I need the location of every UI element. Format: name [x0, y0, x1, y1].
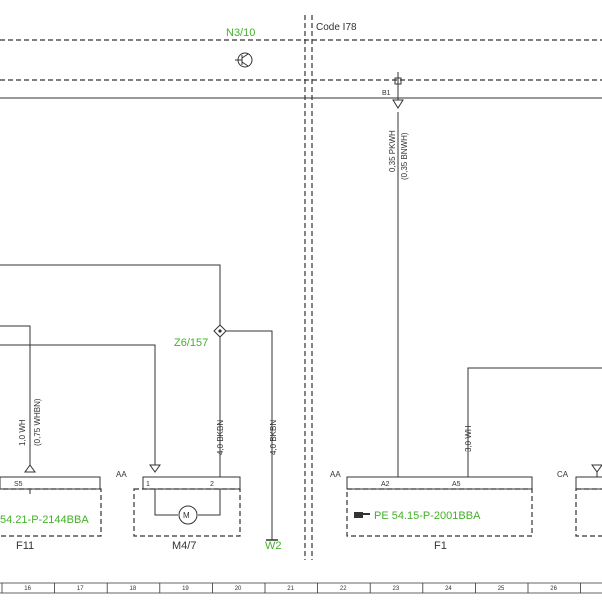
- wire-b1-alt-label: (0,35 BNWH): [400, 132, 409, 180]
- fuse-box-f1: [346, 488, 533, 537]
- ground-label: W2: [265, 540, 282, 552]
- wire-m4-2-label: 4,0 BKBN: [216, 420, 225, 455]
- component-m47-box: [133, 488, 241, 537]
- motor-icon: M: [178, 505, 198, 525]
- grid-number: 18: [130, 586, 137, 592]
- hand-pointer-icon: [354, 512, 370, 518]
- connector-strip-left: [0, 476, 101, 490]
- code-label: Code I78: [316, 22, 357, 33]
- grid-number: 16: [24, 586, 31, 592]
- pin-s5-label: S5: [14, 481, 23, 488]
- pin-s5-arrow: [24, 464, 36, 473]
- wire-w2-label: 4,0 BKBN: [269, 420, 278, 455]
- grid-number: 25: [498, 586, 505, 592]
- pin-b1-top-icon: [394, 77, 402, 85]
- fuse-f1-ref: PE 54.15-P-2001BBA: [374, 510, 481, 522]
- fuse-f11-ref: 54.21-P-2144BBA: [0, 514, 89, 526]
- wire-a5-label: 3,0 WH: [464, 425, 473, 452]
- connector-strip-ca: [575, 476, 602, 490]
- pin-a5-label: A5: [452, 481, 461, 488]
- pin-ca-arrow: [591, 464, 602, 473]
- right-wiring: [397, 72, 602, 487]
- grid-number: 20: [235, 586, 242, 592]
- motor-wiring: [154, 494, 178, 516]
- wire-s5-label: 1,0 WH: [18, 419, 27, 446]
- motor-wiring-2: [198, 494, 221, 516]
- pin-m2-label: 2: [210, 481, 214, 488]
- grid-number: 22: [340, 586, 347, 592]
- grid-strip: [0, 582, 602, 594]
- pin-m1-arrow: [149, 464, 161, 473]
- grid-number: 17: [77, 586, 84, 592]
- wire-s5-alt-label: (0,75 WHBN): [33, 398, 42, 446]
- grid-number: 19: [182, 586, 189, 592]
- fuse-box-ca: [575, 488, 602, 537]
- svg-text:M: M: [183, 511, 190, 520]
- pin-aa-left-label: AA: [116, 470, 127, 479]
- transistor-icon: [235, 52, 253, 68]
- pin-ca-label: CA: [557, 470, 569, 479]
- pin-b1-arrow: [392, 99, 404, 109]
- grid-cells: 16 17 18 19 20 21 22 23 24 25 26: [1, 583, 581, 593]
- connector-strip-m47: [142, 476, 241, 490]
- pin-b1-label: B1: [382, 90, 391, 97]
- ecu-label: N3/10: [226, 27, 255, 39]
- grid-number: 21: [287, 586, 294, 592]
- splice-icon: [213, 324, 227, 338]
- pin-m1-label: 1: [146, 481, 150, 488]
- pin-stubs-left: [29, 489, 221, 494]
- fuse-f11-name: F11: [16, 540, 34, 552]
- splice-label: Z6/157: [174, 337, 208, 349]
- grid-number: 24: [445, 586, 452, 592]
- left-wiring: [0, 264, 273, 540]
- wire-b1-label: 0,35 PKWH: [388, 130, 397, 172]
- pin-a2-label: A2: [381, 481, 390, 488]
- pin-aa-right-label: AA: [330, 470, 341, 479]
- section-borders: [0, 15, 602, 560]
- grid-number: 26: [550, 586, 557, 592]
- grid-number: 23: [393, 586, 400, 592]
- connector-strip-right: [346, 476, 533, 490]
- fuse-f1-name: F1: [434, 540, 447, 552]
- fuse-box-f11: [0, 488, 102, 537]
- component-m47-name: M4/7: [172, 540, 196, 552]
